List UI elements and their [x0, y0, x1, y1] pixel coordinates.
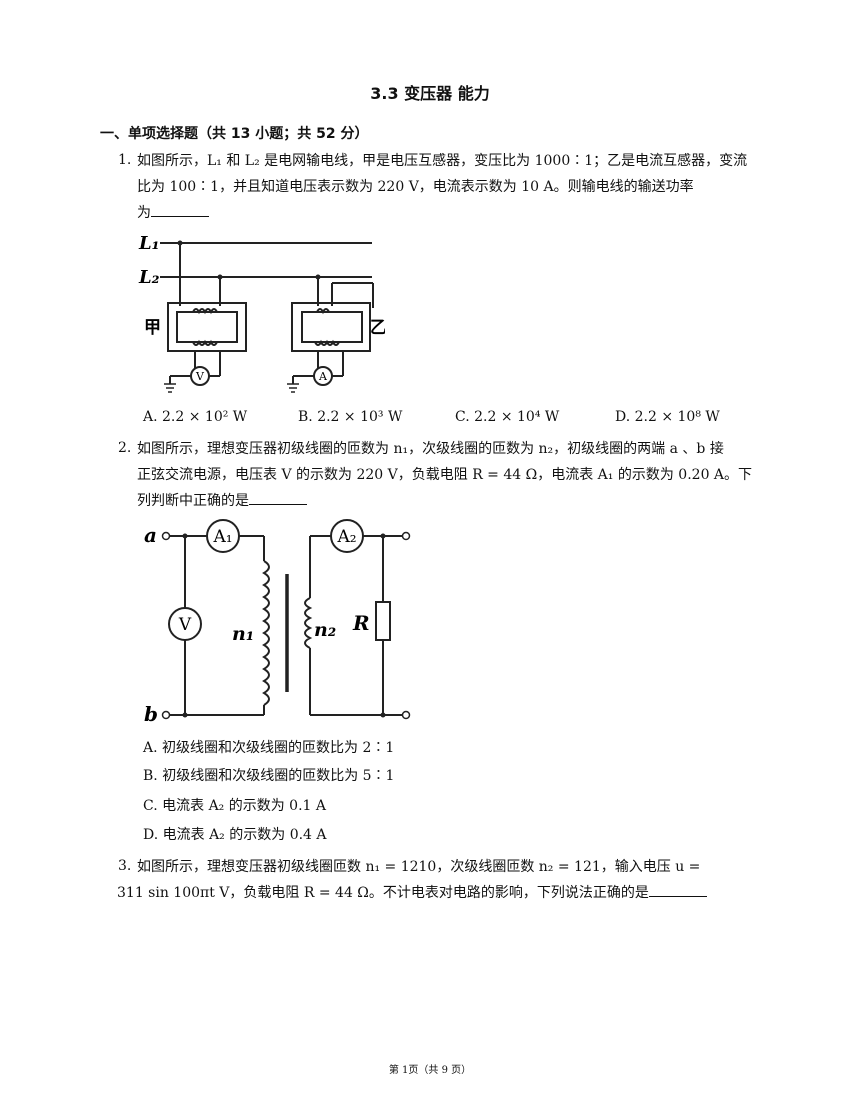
- question-3-line-1: 如图所示，理想变压器初级线圈匝数 n₁ = 1210，次级线圈匝数 n₂ = 1…: [137, 859, 701, 875]
- fig1-label-l2: L₂: [138, 267, 160, 288]
- fig2-label-b: b: [144, 702, 158, 726]
- fig2-label-a1: A₁: [212, 527, 232, 547]
- fig1-label-jia: 甲: [144, 318, 161, 338]
- question-1-line-3-text: 为: [137, 205, 151, 221]
- figure-2-transformer-circuit: A₁ A₂ V a b n₁ n₂ R: [144, 519, 411, 726]
- page-title: 3.3 变压器 能力: [370, 84, 490, 103]
- figure-1-transformer-circuit: V A L₁ L₂ 甲 乙: [138, 233, 385, 393]
- voltmeter-icon: [168, 607, 202, 641]
- question-3-line-2: 311 sin 100πt V，负载电阻 R = 44 Ω。不计电表对电路的影响…: [117, 880, 707, 906]
- answer-blank-2[interactable]: [249, 490, 307, 505]
- answer-blank-3[interactable]: [648, 882, 707, 897]
- fig1-label-a: A: [318, 370, 328, 383]
- question-2-line-3-text: 列判断中正确的是: [137, 493, 249, 509]
- question-2-line-2: 正弦交流电源，电压表 V 的示数为 220 V，负载电阻 R = 44 Ω，电流…: [137, 467, 753, 483]
- question-3-number: 3.: [118, 858, 132, 874]
- fig2-label-a2: A₂: [336, 527, 356, 547]
- fig2-label-a: a: [144, 523, 157, 547]
- fig2-label-r: R: [352, 611, 370, 635]
- fig2-label-v: V: [178, 615, 192, 635]
- question-2-option-d[interactable]: D. 电流表 A₂ 的示数为 0.4 A: [143, 827, 327, 843]
- ammeter-a1-icon: [206, 519, 240, 553]
- fig1-label-l1: L₁: [138, 233, 160, 254]
- question-2-option-a[interactable]: A. 初级线圈和次级线圈的匝数比为 2∶1: [143, 740, 395, 756]
- ammeter-a2-icon: [330, 519, 364, 553]
- question-2-option-b[interactable]: B. 初级线圈和次级线圈的匝数比为 5∶1: [143, 768, 395, 784]
- question-3-line-2-text: 311 sin 100πt V，负载电阻 R = 44 Ω。不计电表对电路的影响…: [117, 885, 649, 901]
- question-1-number: 1.: [118, 152, 132, 168]
- question-1-option-b[interactable]: B. 2.2 × 10³ W: [298, 409, 403, 425]
- fig1-label-v: V: [195, 370, 205, 383]
- question-1-option-a[interactable]: A. 2.2 × 10² W: [143, 409, 248, 425]
- question-1-option-c[interactable]: C. 2.2 × 10⁴ W: [455, 409, 560, 425]
- question-1-line-2: 比为 100∶1，并且知道电压表示数为 220 V，电流表示数为 10 A。则输…: [137, 179, 694, 195]
- question-2-option-c[interactable]: C. 电流表 A₂ 的示数为 0.1 A: [143, 798, 327, 814]
- question-1-line-3: 为: [137, 200, 209, 226]
- answer-blank-1[interactable]: [151, 202, 209, 217]
- fig2-label-n1: n₁: [232, 623, 254, 645]
- fig1-label-yi: 乙: [370, 318, 385, 338]
- question-2-line-3: 列判断中正确的是: [137, 488, 307, 514]
- voltmeter-icon: [190, 366, 210, 386]
- section-heading: 一、单项选择题（共 13 小题；共 52 分）: [100, 126, 369, 142]
- question-1-option-d[interactable]: D. 2.2 × 10⁸ W: [615, 409, 720, 425]
- page-footer: 第 1页（共 9 页）: [388, 1065, 472, 1076]
- ammeter-icon: [313, 366, 333, 386]
- question-2-line-1: 如图所示，理想变压器初级线圈的匝数为 n₁，次级线圈的匝数为 n₂，初级线圈的两…: [137, 441, 724, 457]
- question-1-line-1: 如图所示，L₁ 和 L₂ 是电网输电线，甲是电压互感器，变压比为 1000∶1；…: [137, 153, 748, 169]
- fig2-label-n2: n₂: [314, 619, 336, 641]
- question-2-number: 2.: [118, 440, 132, 456]
